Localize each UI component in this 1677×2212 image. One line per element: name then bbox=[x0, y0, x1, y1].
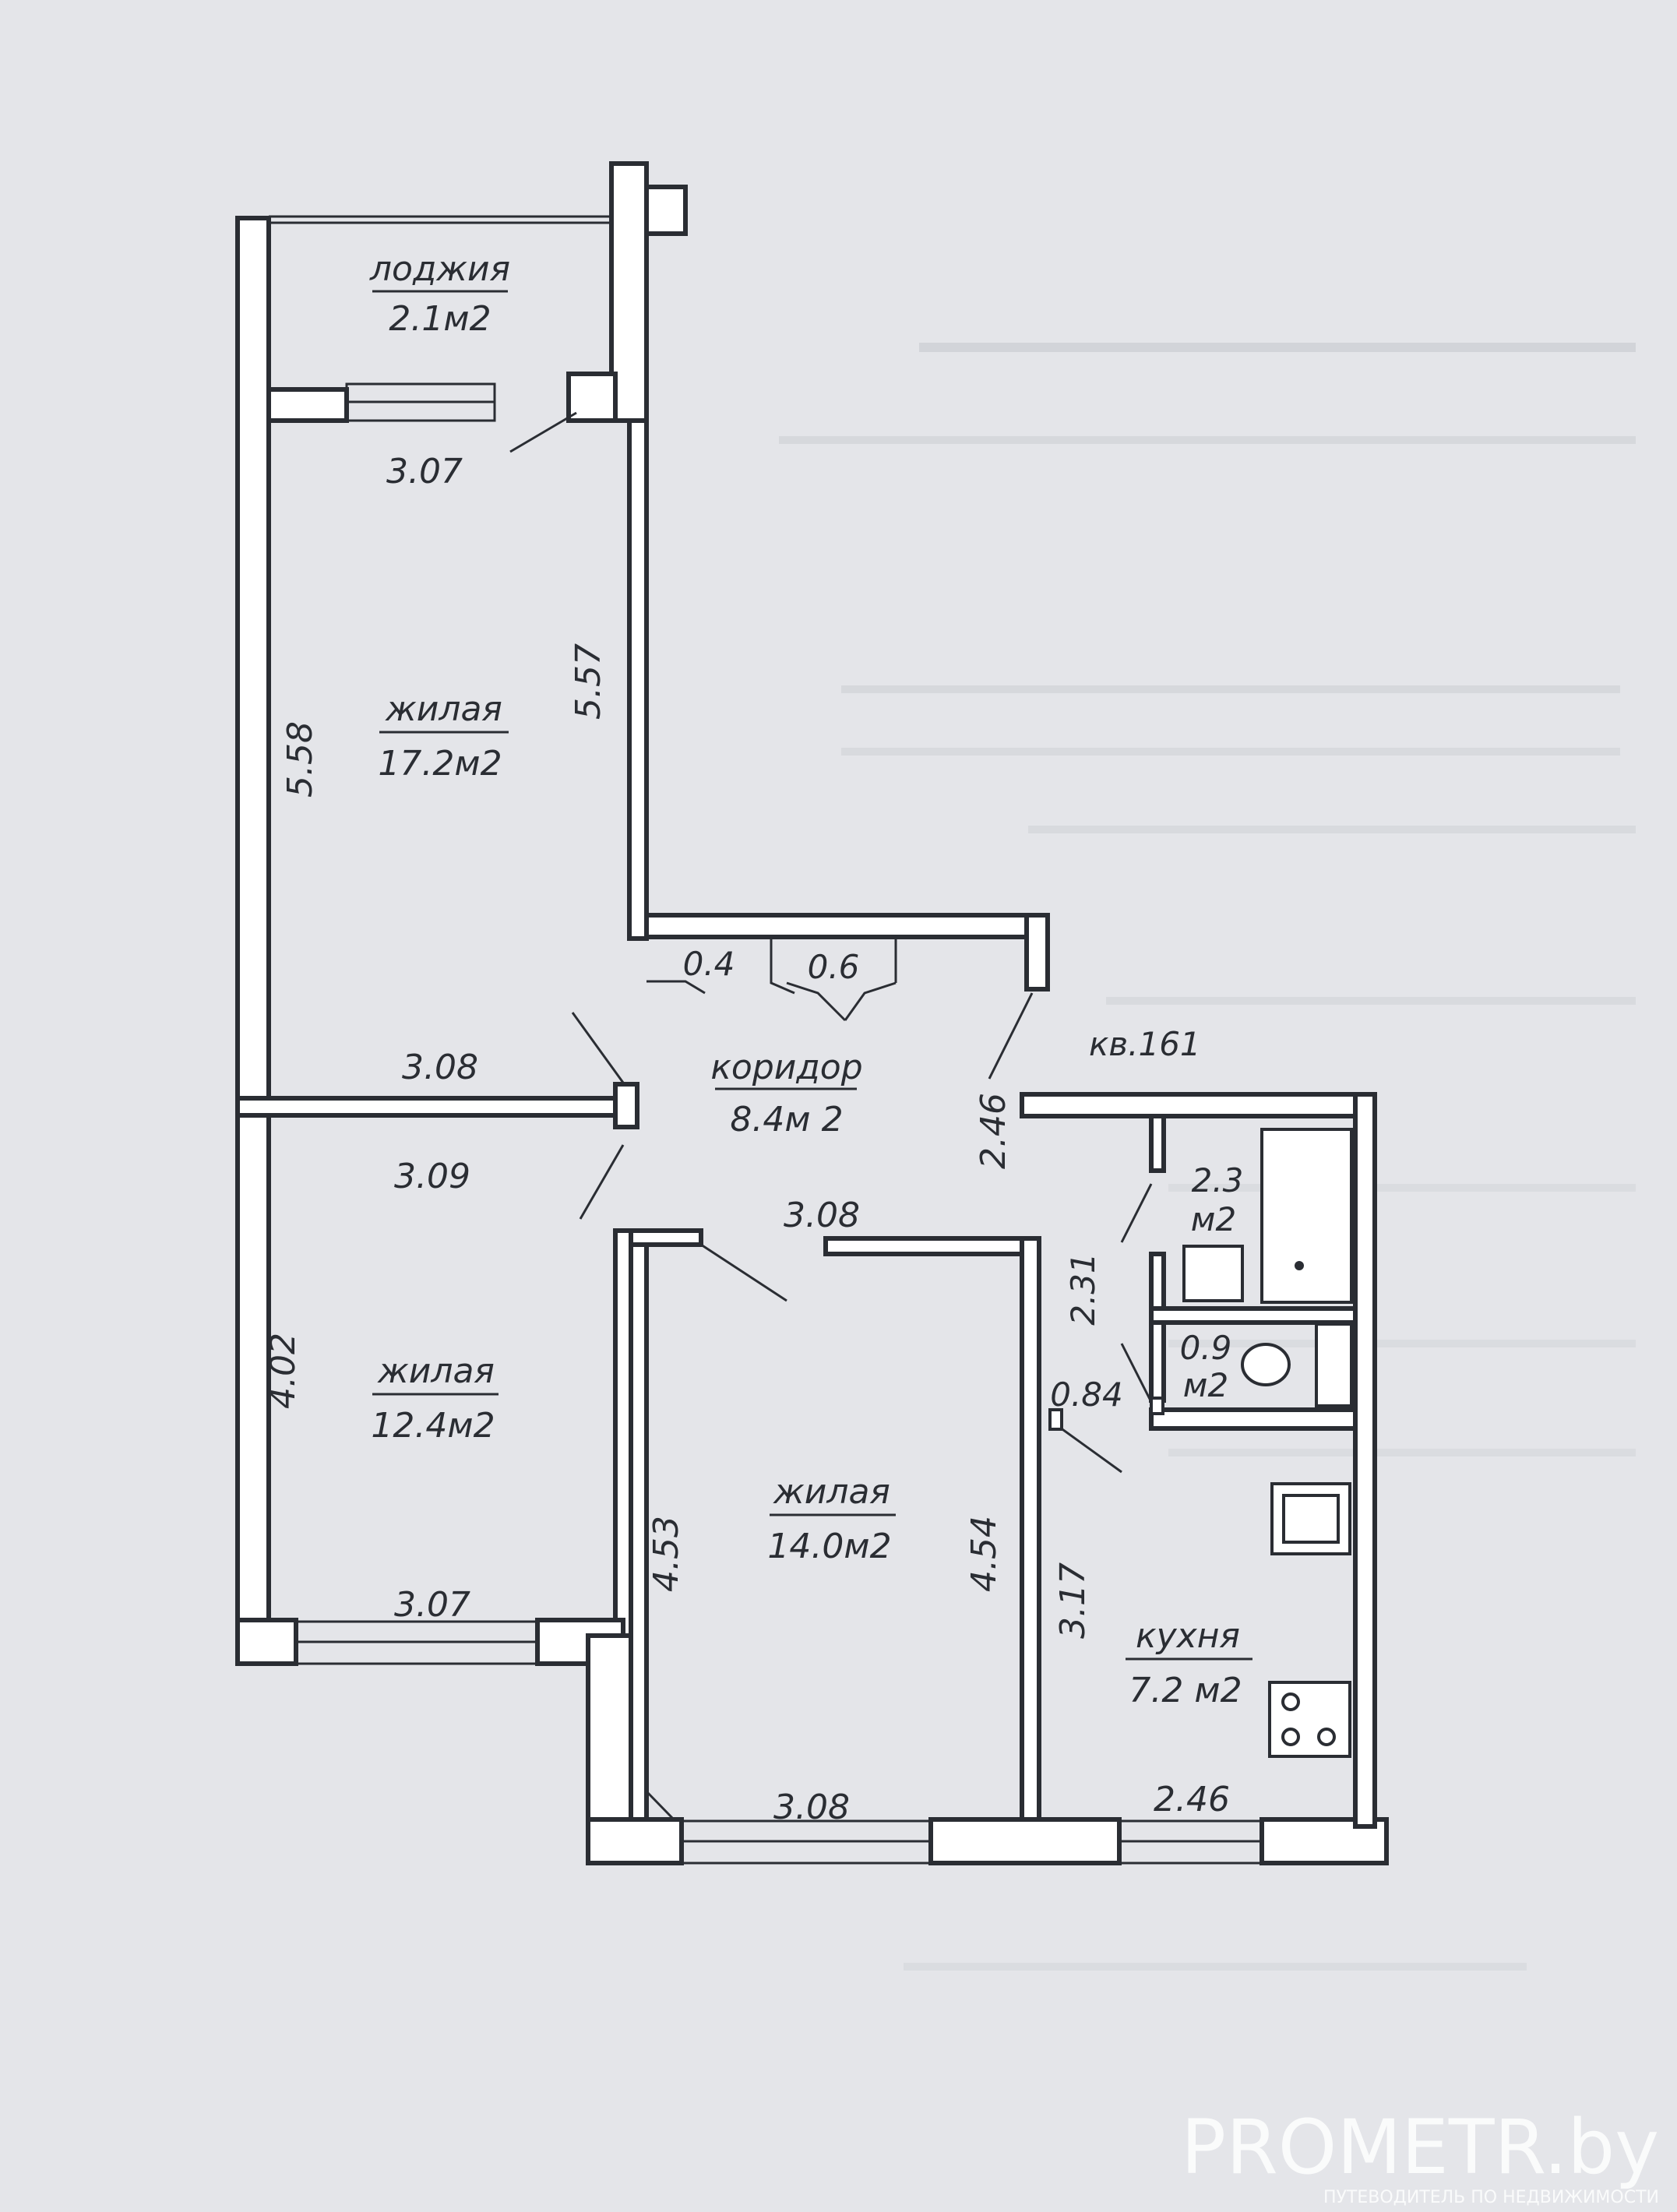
living3-name: жилая bbox=[773, 1472, 890, 1512]
closet2-area: 0.6 bbox=[808, 948, 860, 986]
dim-bath-height: 2.31 bbox=[1064, 1252, 1102, 1326]
living1-area: 17.2м2 bbox=[378, 744, 502, 784]
living3-top-wall-left bbox=[629, 1228, 703, 1247]
corridor-top-wall bbox=[644, 913, 1050, 939]
closet1-area: 0.4 bbox=[683, 945, 735, 983]
bath-toilet-partition bbox=[1149, 1306, 1358, 1325]
background-bleed-through bbox=[779, 343, 1636, 1971]
apartment-number: кв.161 bbox=[1089, 1025, 1201, 1063]
dim-living1-left: 5.58 bbox=[280, 721, 320, 798]
walls bbox=[235, 161, 1389, 1865]
kitchen-name: кухня bbox=[1136, 1616, 1240, 1656]
entry-door bbox=[988, 992, 1034, 1080]
bathroom-unit: м2 bbox=[1191, 1200, 1236, 1238]
living1-name: жилая bbox=[385, 689, 502, 729]
toilet-area: 0.9 bbox=[1180, 1329, 1232, 1367]
balcony-door-hint bbox=[645, 1790, 675, 1821]
dim-living3-left: 4.53 bbox=[646, 1516, 686, 1592]
loggia-jamb bbox=[644, 185, 688, 236]
living3-top-wall-right bbox=[823, 1236, 1038, 1256]
outer-left-wall bbox=[235, 216, 271, 1666]
closet2-door-right bbox=[844, 981, 897, 1021]
entry-top-wall bbox=[1020, 1092, 1375, 1118]
living2-bottom-wall-left bbox=[235, 1618, 298, 1666]
closet2-door-left bbox=[786, 981, 847, 1022]
dimension-labels: 3.07 5.58 5.57 3.08 3.09 4.02 3.07 2.46 … bbox=[263, 452, 1230, 1827]
room-labels: лоджия 2.1м2 жилая 17.2м2 коридор 8.4м 2… bbox=[369, 249, 1252, 1710]
living1-right-wall bbox=[627, 418, 649, 941]
living3-left-wall bbox=[629, 1228, 649, 1825]
living2-name: жилая bbox=[377, 1351, 495, 1391]
bottom-wall-middle bbox=[928, 1817, 1122, 1865]
corridor-name: коридор bbox=[710, 1048, 862, 1087]
closet-divider bbox=[770, 935, 795, 995]
partition-end bbox=[613, 1082, 639, 1129]
dim-living1-right: 5.57 bbox=[569, 643, 608, 720]
toilet-bottom-partition bbox=[1149, 1407, 1358, 1431]
corridor-right-stub bbox=[1024, 913, 1050, 992]
dim-toilet-width: 0.84 bbox=[1050, 1375, 1123, 1414]
dim-living2-left: 4.02 bbox=[263, 1333, 303, 1409]
kitchen-area: 7.2 м2 bbox=[1129, 1671, 1242, 1710]
toilet-door bbox=[1120, 1343, 1153, 1403]
loggia-bottom-wall-left bbox=[266, 387, 349, 423]
bathroom-area: 2.3 bbox=[1192, 1161, 1244, 1199]
bath-top-partition bbox=[1149, 1114, 1166, 1173]
doors bbox=[509, 411, 1153, 1821]
closet1-door bbox=[646, 980, 706, 995]
outer-right-wall bbox=[1353, 1092, 1377, 1829]
living3-door bbox=[700, 1243, 787, 1302]
stove-icon bbox=[1268, 1681, 1351, 1758]
dim-living1-bottom: 3.08 bbox=[402, 1048, 478, 1087]
watermark-tagline: ПУТЕВОДИТЕЛЬ ПО НЕДВИЖИМОСТИ bbox=[1323, 2188, 1659, 2207]
toilet-icon bbox=[1241, 1343, 1291, 1386]
windows bbox=[269, 215, 1263, 1865]
toilet-unit: м2 bbox=[1183, 1366, 1228, 1404]
watermark-brand: PROMETR.by bbox=[1181, 2104, 1659, 2191]
bathtub-icon bbox=[1260, 1128, 1353, 1304]
dim-living3-bottom: 3.08 bbox=[773, 1788, 850, 1827]
dim-loggia-width: 3.07 bbox=[386, 452, 463, 491]
living2-area: 12.4м2 bbox=[371, 1406, 495, 1446]
bottom-wall-left bbox=[586, 1817, 684, 1865]
dim-living2-bottom: 3.07 bbox=[394, 1585, 470, 1625]
bathroom-door bbox=[1120, 1183, 1153, 1243]
toilet-tank-icon bbox=[1315, 1323, 1353, 1407]
loggia-bottom-wall-right bbox=[566, 372, 618, 423]
sink-icon bbox=[1182, 1245, 1244, 1302]
corridor-area: 8.4м 2 bbox=[730, 1100, 843, 1139]
living3-kitchen-partition bbox=[1020, 1236, 1041, 1829]
living2-door bbox=[579, 1144, 625, 1220]
dim-kitchen-bottom: 2.46 bbox=[1154, 1780, 1230, 1819]
dim-kitchen-left: 3.17 bbox=[1053, 1562, 1093, 1639]
watermark: PROMETR.by ПУТЕВОДИТЕЛЬ ПО НЕДВИЖИМОСТИ bbox=[1181, 2104, 1659, 2207]
dim-corridor-right: 2.46 bbox=[974, 1093, 1013, 1169]
loggia-door bbox=[509, 411, 577, 453]
dim-living3-top: 3.08 bbox=[784, 1196, 860, 1235]
living1-door bbox=[571, 1012, 625, 1083]
living3-area: 14.0м2 bbox=[767, 1527, 891, 1566]
dim-living2-top: 3.09 bbox=[394, 1157, 470, 1196]
toilet-left-partition bbox=[1149, 1320, 1166, 1403]
fixtures bbox=[1048, 1128, 1353, 1758]
partition-living1-living2 bbox=[235, 1096, 633, 1118]
dim-living3-right: 4.54 bbox=[964, 1516, 1004, 1592]
loggia-name: лоджия bbox=[369, 249, 510, 289]
loggia-area: 2.1м2 bbox=[389, 299, 491, 339]
